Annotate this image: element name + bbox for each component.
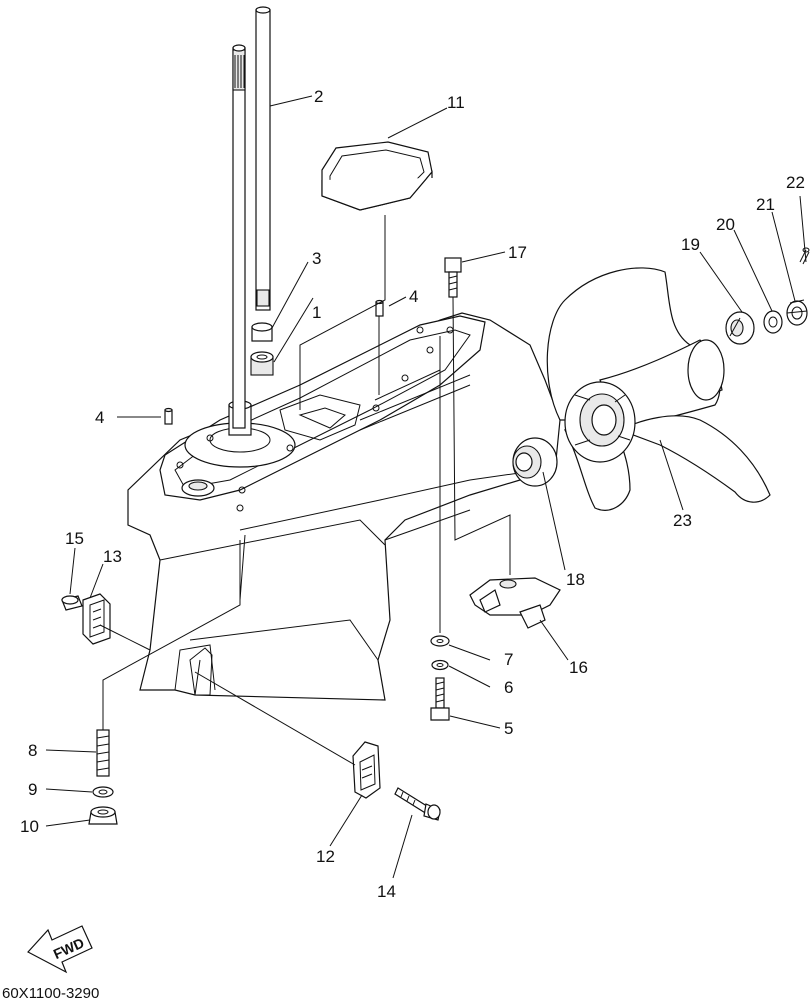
nut bbox=[88, 806, 118, 825]
nut bbox=[61, 595, 83, 611]
part-label-23: 23 bbox=[673, 511, 692, 530]
part-number-labels: 1 2 3 4 4 5 6 7 8 9 10 11 12 13 14 15 16… bbox=[20, 87, 805, 901]
bolt bbox=[430, 677, 450, 721]
dowel-pin bbox=[164, 407, 173, 425]
part-label-21: 21 bbox=[756, 195, 775, 214]
drawing-code: 60X1100-3290 bbox=[2, 985, 99, 1002]
forward-direction-arrow: FWD bbox=[27, 925, 93, 974]
anode bbox=[82, 593, 111, 645]
part-label-4: 4 bbox=[95, 408, 104, 427]
washer bbox=[92, 786, 114, 798]
bolt bbox=[394, 787, 441, 821]
trim-tab bbox=[469, 577, 561, 629]
part-label-4: 4 bbox=[409, 287, 418, 306]
part-label-20: 20 bbox=[716, 215, 735, 234]
stud-bolt bbox=[96, 729, 110, 777]
part-label-16: 16 bbox=[569, 658, 588, 677]
washer bbox=[763, 310, 783, 334]
part-label-13: 13 bbox=[103, 547, 122, 566]
drive-shaft bbox=[255, 6, 271, 311]
washer bbox=[430, 635, 450, 647]
water-seal bbox=[512, 437, 558, 487]
part-label-15: 15 bbox=[65, 529, 84, 548]
anode bbox=[352, 741, 381, 799]
part-label-8: 8 bbox=[28, 741, 37, 760]
explosion-lines bbox=[99, 215, 511, 766]
part-label-6: 6 bbox=[504, 678, 513, 697]
part-label-17: 17 bbox=[508, 243, 527, 262]
castle-nut bbox=[786, 299, 808, 326]
part-label-5: 5 bbox=[504, 719, 513, 738]
spring-washer bbox=[431, 659, 449, 671]
spacer bbox=[725, 311, 755, 345]
callout-pointers bbox=[45, 95, 807, 879]
part-label-11: 11 bbox=[447, 93, 465, 112]
dowel-pin bbox=[375, 299, 384, 317]
part-label-3: 3 bbox=[312, 249, 321, 268]
bushing bbox=[251, 322, 273, 342]
part-label-12: 12 bbox=[316, 847, 335, 866]
gasket bbox=[321, 141, 433, 211]
shift-rod bbox=[232, 44, 246, 429]
part-label-14: 14 bbox=[377, 882, 396, 901]
bolt bbox=[444, 257, 462, 298]
propeller bbox=[546, 267, 771, 511]
part-label-10: 10 bbox=[20, 817, 39, 836]
part-label-7: 7 bbox=[504, 650, 513, 669]
part-label-9: 9 bbox=[28, 780, 37, 799]
part-label-18: 18 bbox=[566, 570, 585, 589]
part-label-19: 19 bbox=[681, 235, 700, 254]
part-label-22: 22 bbox=[786, 173, 805, 192]
lower-casing bbox=[127, 312, 561, 701]
seal bbox=[250, 351, 274, 376]
part-label-1: 1 bbox=[312, 303, 321, 322]
part-label-2: 2 bbox=[314, 87, 323, 106]
